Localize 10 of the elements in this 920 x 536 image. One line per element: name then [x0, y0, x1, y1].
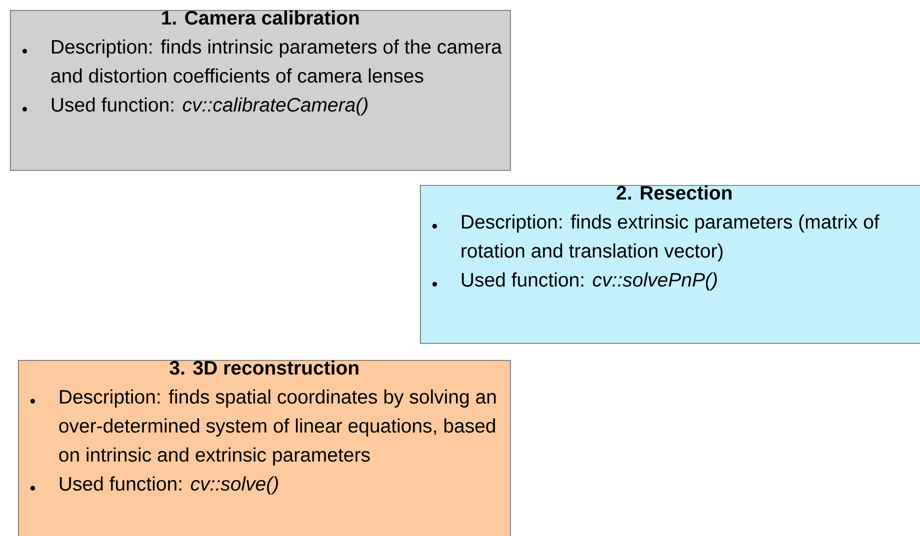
process-box	[18, 360, 511, 536]
box-heading: 1. Camera calibration	[162, 10, 359, 25]
bullet-text: Used function: cv::solve()	[30, 476, 278, 495]
box-heading: 3. 3D reconstruction	[170, 360, 358, 375]
process-box	[420, 185, 920, 344]
process-box	[10, 10, 511, 171]
bullet-text: Used function: cv::solvePnP()	[432, 272, 717, 291]
bullet-text: Description: finds extrinsic parameters (matrix of rotation and translation vector)	[432, 214, 880, 262]
bullet-text: Used function: cv::calibrateCamera()	[22, 97, 368, 116]
box-heading: 2. Resection	[616, 185, 732, 200]
